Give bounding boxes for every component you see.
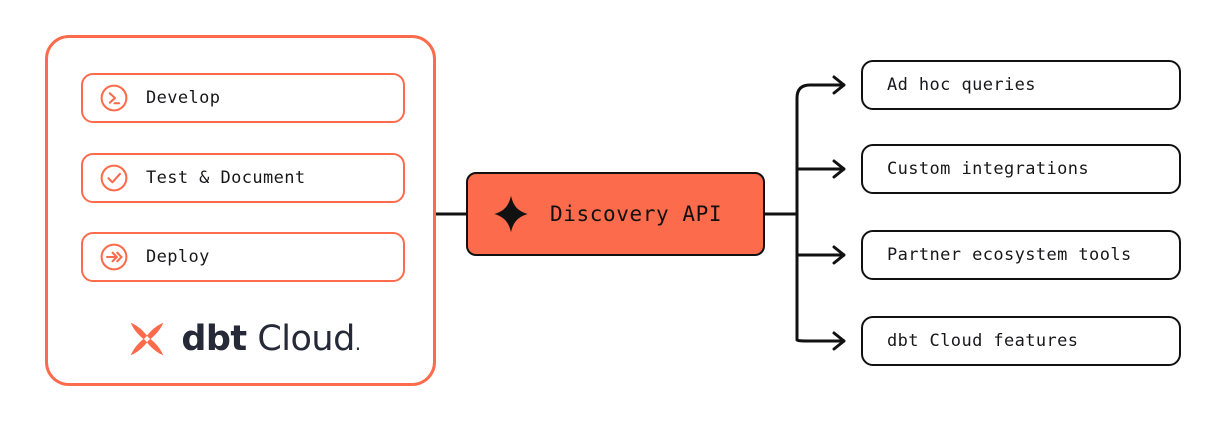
consumer-label-custom-integrations: Custom integrations xyxy=(887,159,1090,179)
stage-label-deploy: Deploy xyxy=(146,247,210,267)
discovery-api-label: Discovery API xyxy=(550,202,723,226)
consumer-box-ad-hoc-queries[interactable]: Ad hoc queries xyxy=(861,60,1181,110)
stage-label-test-document: Test & Document xyxy=(146,168,306,188)
dbt-cloud-wordmark: dbt Cloud. xyxy=(181,318,361,359)
consumer-label-ad-hoc-queries: Ad hoc queries xyxy=(887,75,1036,95)
check-circle-icon xyxy=(100,164,128,192)
dbt-cloud-container: Develop Test & Document Deploy xyxy=(45,35,436,386)
consumer-box-custom-integrations[interactable]: Custom integrations xyxy=(861,144,1181,194)
stage-card-test-document[interactable]: Test & Document xyxy=(81,153,405,203)
wordmark-dot: . xyxy=(354,330,361,355)
sparkle-icon xyxy=(494,195,528,233)
stage-card-deploy[interactable]: Deploy xyxy=(81,232,405,282)
double-chevron-right-icon xyxy=(100,243,128,271)
consumer-label-dbt-cloud-features: dbt Cloud features xyxy=(887,331,1079,351)
wordmark-cloud-text: Cloud xyxy=(257,318,355,359)
consumer-label-partner-ecosystem-tools: Partner ecosystem tools xyxy=(887,245,1132,265)
discovery-api-node[interactable]: Discovery API xyxy=(466,172,765,256)
consumer-box-partner-ecosystem-tools[interactable]: Partner ecosystem tools xyxy=(861,230,1181,280)
stage-label-develop: Develop xyxy=(146,88,221,108)
terminal-prompt-icon xyxy=(100,84,128,112)
consumer-box-dbt-cloud-features[interactable]: dbt Cloud features xyxy=(861,316,1181,366)
dbt-logo-mark-icon xyxy=(131,322,164,356)
stage-card-develop[interactable]: Develop xyxy=(81,73,405,123)
wordmark-cloud xyxy=(247,319,258,359)
dbt-cloud-logo: dbt Cloud. xyxy=(81,308,405,370)
wordmark-dbt: dbt xyxy=(181,318,247,359)
